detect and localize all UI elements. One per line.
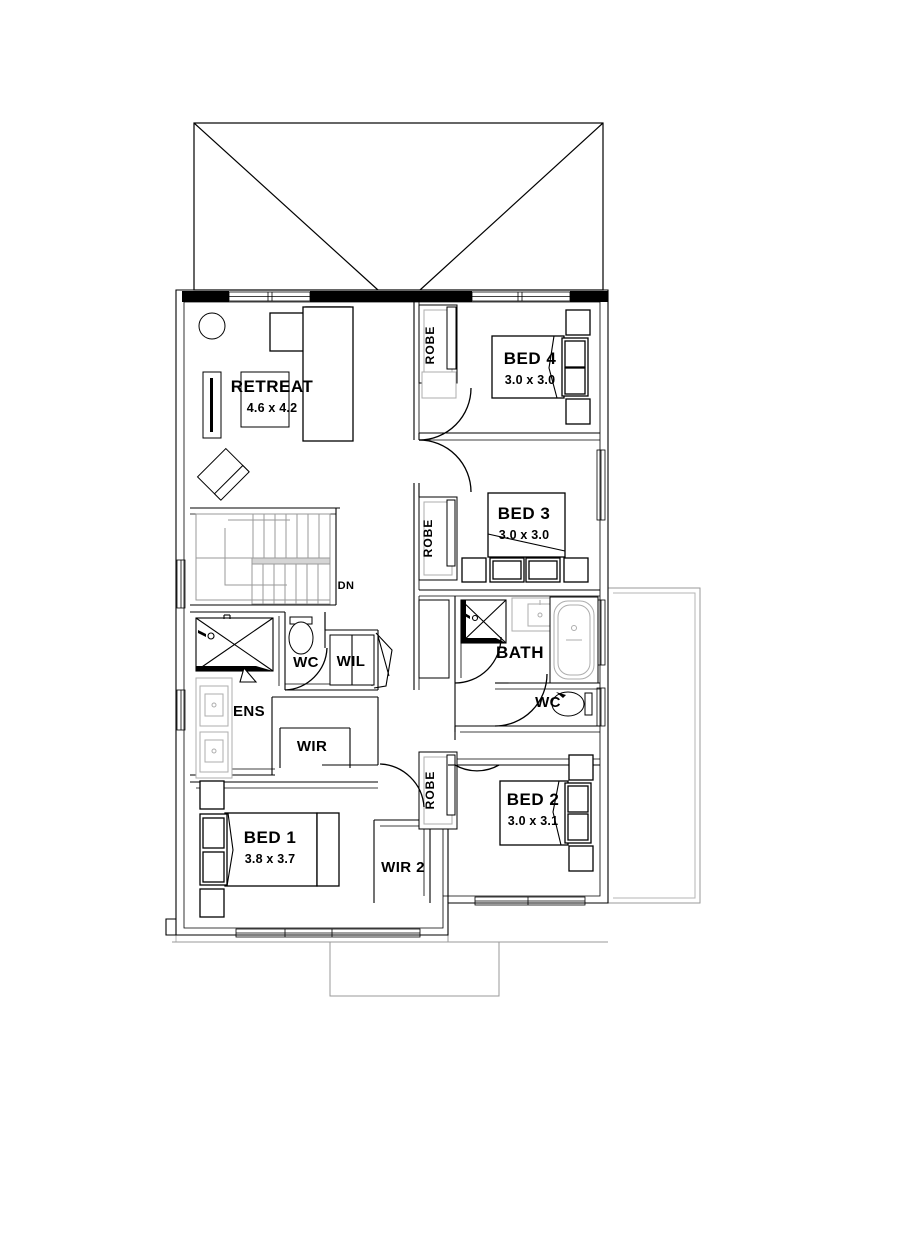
window-top-1 [228,291,311,302]
robe-bed4-label: ROBE [423,326,437,365]
wc2-door-swing [494,673,548,727]
wir2-label: WIR 2 [381,859,425,876]
exterior-walls [165,289,609,938]
bed4-door-swing [418,387,472,441]
bed1-bed [199,780,340,918]
bath-door-swing [454,636,502,684]
robe-bed2-label: ROBE [423,771,437,810]
bed1-dimension: 3.8 x 3.7 [245,852,295,866]
wall-solid-top-2 [310,291,472,302]
bed2-dimension: 3.0 x 3.1 [508,814,558,828]
robe-bed3-label: ROBE [421,519,435,558]
wir-closet: WIR [297,738,327,755]
retreat-furniture: RETREAT 4.6 x 4.2 [196,306,354,501]
bed4-bed [491,309,591,425]
bed3-label: BED 3 [498,504,551,523]
bed4-dimension: 3.0 x 3.0 [505,373,555,387]
bed-3: BED 3 3.0 x 3.0 [418,439,589,583]
wc1-door-swing [284,647,328,691]
retreat-label: RETREAT [231,377,314,396]
window-right-1 [596,449,606,521]
window-bottom-1 [235,928,421,938]
window-right-3 [596,687,606,727]
bed1-label: BED 1 [244,828,297,847]
wil-label: WIL [337,653,366,670]
retreat-armchair [196,447,250,501]
wall-solid-top-3 [570,291,608,302]
retreat-sofa [269,306,354,442]
wc2-toilet [551,691,593,717]
ensuite: ENS [195,614,274,779]
robe-bed4: ROBE [418,304,458,399]
retreat-rug [240,371,290,428]
bathroom: BATH [418,596,599,684]
bed2-label: BED 2 [507,790,560,809]
wc1-toilet [288,616,314,655]
retreat-dimension: 4.6 x 4.2 [247,401,297,415]
roof-outline [193,122,604,291]
window-top-2 [471,291,571,302]
wc-1: WC [284,612,328,691]
bed2-door-swing [454,764,500,772]
window-bottom-2 [474,896,586,906]
bed-4: BED 4 3.0 x 3.0 [418,309,591,441]
wil-closet: WIL [329,632,393,689]
wc-2: WC [494,673,593,727]
wall-solid-top-1 [182,291,229,302]
ensuite-label: ENS [233,703,265,720]
wc1-label: WC [293,654,319,671]
retreat-side-table-icon [198,312,226,340]
bed-2: BED 2 3.0 x 3.1 [454,754,594,872]
ens-shower [195,614,274,683]
stairs-direction-label: DN [338,580,355,592]
bath-label: BATH [496,643,544,662]
window-left-2 [176,689,186,731]
bathtub [549,596,599,684]
robe-bed3: ROBE [418,496,458,581]
bed-1: BED 1 3.8 x 3.7 [199,763,425,918]
robe-bed2: ROBE [418,751,458,830]
bed3-door-swing [418,439,472,493]
wir-label: WIR [297,738,327,755]
hall-doors [418,433,509,766]
bath-shower [460,599,507,644]
bed2-bed [499,754,594,872]
bed3-dimension: 3.0 x 3.0 [499,528,549,542]
window-left-1 [176,559,186,609]
staircase: DN [195,513,355,605]
wir2-closet: WIR 2 [381,859,425,876]
bed3-bed [461,492,589,583]
bed4-label: BED 4 [504,349,557,368]
ens-double-vanity [195,677,233,779]
